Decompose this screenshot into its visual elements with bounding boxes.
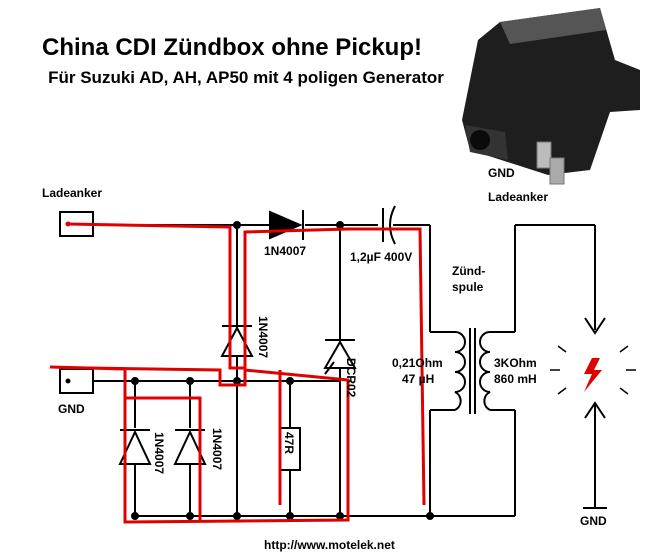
coil-title-2: spule [452, 280, 484, 294]
connector-gnd [59, 368, 94, 394]
secondary-resistance: 3KOhm [494, 356, 537, 370]
thyristor-label: DCR02 [344, 358, 358, 398]
diode-bottom-right-label: 1N4007 [210, 428, 224, 471]
ladeanker-label: Ladeanker [42, 186, 103, 200]
capacitor-label: 1,2µF 400V [350, 250, 413, 264]
secondary-inductance: 860 mH [494, 372, 537, 386]
gnd-label-left: GND [58, 402, 85, 416]
diagram-subtitle: Für Suzuki AD, AH, AP50 mit 4 poligen Ge… [48, 68, 444, 87]
diagram-title: China CDI Zündbox ohne Pickup! [42, 34, 422, 61]
diode-mid-label: 1N4007 [256, 316, 270, 359]
website-url: http://www.motelek.net [264, 538, 395, 552]
diode-bottom-left-label: 1N4007 [152, 432, 166, 475]
cdi-box-photo [462, 8, 640, 185]
primary-inductance: 47 µH [402, 372, 435, 386]
spark-icon [550, 345, 636, 395]
gnd-label-right: GND [580, 514, 607, 528]
photo-ladeanker-label: Ladeanker [488, 190, 549, 204]
photo-gnd-label: GND [488, 166, 515, 180]
highlight-path [49, 222, 426, 524]
coil-title-1: Zünd- [452, 264, 486, 278]
primary-resistance: 0,21Ohm [392, 356, 443, 370]
diode-top-label: 1N4007 [264, 244, 307, 258]
junction-dots [131, 221, 434, 520]
resistor-label: 47R [282, 432, 296, 455]
